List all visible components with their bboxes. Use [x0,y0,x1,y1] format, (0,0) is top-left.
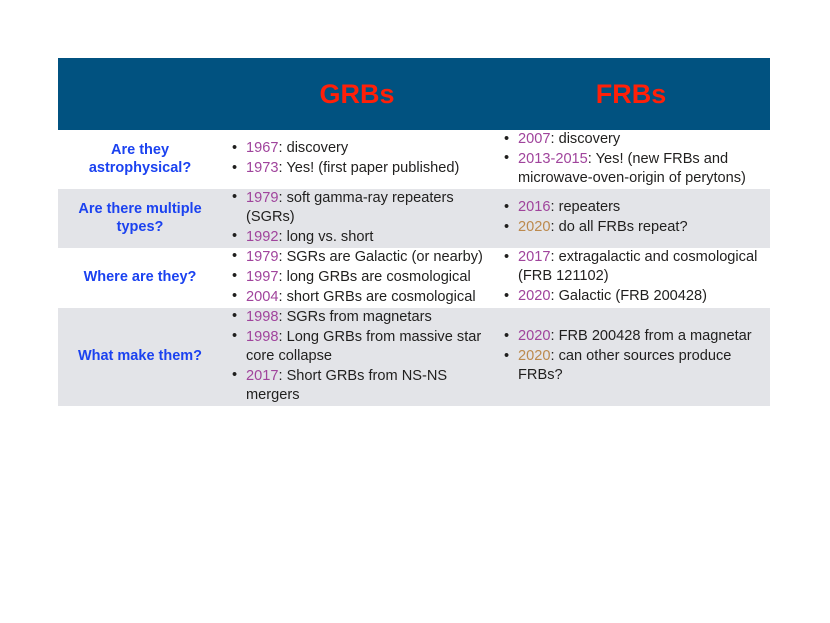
table-row: Where are they? 1979: SGRs are Galactic (… [58,247,770,308]
item-text: : do all FRBs repeat? [550,219,688,236]
list-item: 1979: soft gamma-ray repeaters (SGRs) [230,188,492,227]
list-item: 2004: short GRBs are cosmological [230,287,492,307]
year-label: 2017 [518,249,551,266]
year-label: 2016 [518,199,551,216]
item-text: : FRB 200428 from a magnetar [550,328,752,345]
question-label: What make them? [58,307,222,406]
list-item: 1992: long vs. short [230,227,492,247]
list-item: 1998: Long GRBs from massive star core c… [230,327,492,366]
grb-frb-comparison-table: GRBs FRBs Are they astrophysical?1967: d… [58,58,770,406]
year-label: 2004 [246,288,279,305]
item-text: : SGRs are Galactic (or nearby) [278,248,483,265]
year-label: 1992 [246,228,279,245]
year-label: 1997 [246,268,279,285]
cell-frb: 2016: repeaters2020: do all FRBs repeat? [492,188,770,248]
bullet-list-grb: 1979: SGRs are Galactic (or nearby)1997:… [230,247,492,307]
year-label: 2020 [518,328,551,345]
question-label: Are they astrophysical? [58,130,222,189]
item-text: : discovery [550,131,621,147]
item-text: : Yes! (new FRBs and microwave-oven-orig… [518,150,746,186]
bullet-list-grb: 1998: SGRs from magnetars1998: Long GRBs… [230,307,492,405]
bullet-list-grb: 1967: discovery1973: Yes! (first paper p… [230,139,492,178]
cell-grb: 1979: soft gamma-ray repeaters (SGRs)199… [222,188,492,248]
item-text: : Long GRBs from massive star core colla… [246,328,482,364]
year-label: 2020 [518,348,551,365]
year-label: 1973 [246,160,279,177]
list-item: 1979: SGRs are Galactic (or nearby) [230,247,492,267]
year-label: 1998 [246,328,279,345]
item-text: : discovery [278,140,349,157]
year-label: 2020 [518,219,551,236]
table-row: Are they astrophysical?1967: discovery19… [58,130,770,189]
list-item: 2017: Short GRBs from NS-NS mergers [230,366,492,405]
year-label: 1979 [246,248,279,265]
cell-grb: 1967: discovery1973: Yes! (first paper p… [222,130,492,189]
cell-frb: 2020: FRB 200428 from a magnetar2020: ca… [492,307,770,406]
question-label: Are there multiple types? [58,188,222,248]
cell-frb: 2017: extragalactic and cosmological (FR… [492,247,770,308]
bullet-list-grb: 1979: soft gamma-ray repeaters (SGRs)199… [230,188,492,247]
year-label: 2013-2015 [518,150,588,167]
cell-frb: 2007: discovery2013-2015: Yes! (new FRBs… [492,130,770,189]
list-item: 1997: long GRBs are cosmological [230,267,492,287]
bullet-list-frb: 2007: discovery2013-2015: Yes! (new FRBs… [502,130,770,188]
year-label: 2017 [246,367,279,384]
question-label: Where are they? [58,247,222,308]
year-label: 1979 [246,189,279,206]
item-text: : Yes! (first paper published) [278,160,460,177]
list-item: 2017: extragalactic and cosmological (FR… [502,248,770,286]
cell-grb: 1979: SGRs are Galactic (or nearby)1997:… [222,247,492,308]
table-body: Are they astrophysical?1967: discovery19… [58,130,770,406]
item-text: : extragalactic and cosmological (FRB 12… [518,249,758,285]
table-header: GRBs FRBs [58,58,770,130]
list-item: 1967: discovery [230,139,492,158]
list-item: 2016: repeaters [502,198,770,217]
item-text: : long GRBs are cosmological [278,268,471,285]
list-item: 2007: discovery [502,130,770,149]
table-row: What make them?1998: SGRs from magnetars… [58,307,770,406]
list-item: 2020: do all FRBs repeat? [502,218,770,237]
list-item: 1973: Yes! (first paper published) [230,159,492,178]
header-title-frbs: FRBs [595,78,667,109]
list-item: 2020: Galactic (FRB 200428) [502,287,770,306]
year-label: 1967 [246,140,279,157]
year-label: 2007 [518,131,551,147]
table-row: Are there multiple types?1979: soft gamm… [58,188,770,248]
list-item: 2020: can other sources produce FRBs? [502,347,770,385]
header-blank-cell [58,58,222,130]
item-text: : repeaters [550,199,621,216]
header-title-grbs: GRBs [319,78,395,109]
list-item: 2013-2015: Yes! (new FRBs and microwave-… [502,149,770,188]
year-label: 1998 [246,308,279,325]
header-cell-grbs: GRBs [222,58,492,130]
bullet-list-frb: 2017: extragalactic and cosmological (FR… [502,248,770,306]
header-cell-frbs: FRBs [492,58,770,130]
cell-grb: 1998: SGRs from magnetars1998: Long GRBs… [222,307,492,406]
bullet-list-frb: 2020: FRB 200428 from a magnetar2020: ca… [502,327,770,385]
item-text: : long vs. short [278,228,374,245]
list-item: 1998: SGRs from magnetars [230,307,492,327]
item-text: : SGRs from magnetars [278,308,432,325]
item-text: : can other sources produce FRBs? [518,348,732,384]
list-item: 2020: FRB 200428 from a magnetar [502,327,770,346]
item-text: : Short GRBs from NS-NS mergers [246,367,448,403]
bullet-list-frb: 2016: repeaters2020: do all FRBs repeat? [502,198,770,237]
item-text: : short GRBs are cosmological [278,288,476,305]
item-text: : soft gamma-ray repeaters (SGRs) [246,189,454,225]
year-label: 2020 [518,288,551,305]
header-row: GRBs FRBs [58,58,770,130]
item-text: : Galactic (FRB 200428) [550,288,708,305]
